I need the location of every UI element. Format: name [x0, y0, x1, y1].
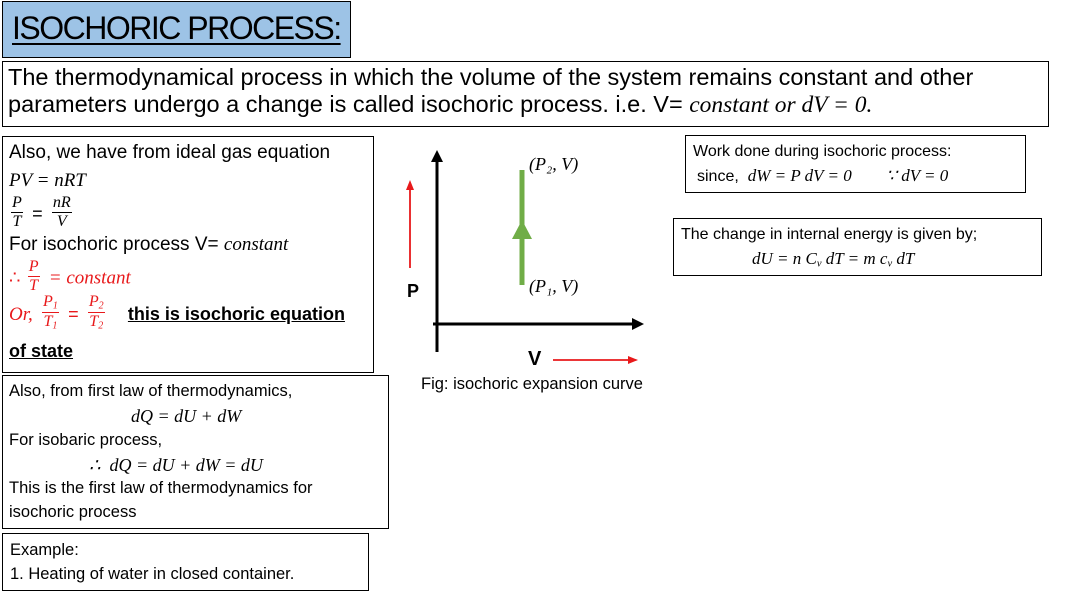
definition-text: parameters undergo a change is called is… — [8, 91, 683, 117]
diagram-caption: Fig: isochoric expansion curve — [421, 375, 643, 393]
ideal-gas-box: Also, we have from ideal gas equation PV… — [2, 136, 374, 373]
v-axis-arrowhead — [632, 318, 644, 330]
first-law-box: Also, from first law of thermodynamics, … — [2, 375, 389, 529]
first-law-equation: dQ = dU + dW — [131, 406, 242, 426]
energy-equation: dU = n Cv dT = m cv dT — [752, 249, 915, 270]
definition-box: The thermodynamical process in which the… — [2, 61, 1049, 127]
pv-diagram: P V (P₂, V) (P₁, V) Fig: isochoric expan… — [395, 140, 675, 400]
title-banner: ISOCHORIC PROCESS: — [2, 1, 351, 58]
ideal-gas-equation: PV = nRT — [9, 170, 86, 191]
v-axis-label: V — [528, 348, 542, 370]
definition-math: constant or dV = 0. — [689, 92, 873, 118]
ideal-gas-intro: Also, we have from ideal gas equation — [9, 142, 331, 163]
p-axis-arrowhead — [431, 150, 443, 162]
isochoric-condition: For isochoric process V= constant — [9, 234, 289, 255]
example-heading: Example: — [10, 541, 79, 559]
top-point-label: (P₂, V) — [529, 154, 579, 174]
internal-energy-box: The change in internal energy is given b… — [673, 218, 1042, 276]
energy-heading: The change in internal energy is given b… — [681, 226, 978, 243]
p-axis-label: P — [407, 281, 420, 301]
page-title: ISOCHORIC PROCESS: — [12, 10, 342, 46]
isochoric-statement: this is isochoric equation — [127, 303, 345, 324]
definition-line-1: The thermodynamical process in which the… — [8, 64, 974, 90]
first-law-conclusion-2: isochoric process — [9, 503, 137, 521]
first-law-conclusion-1: This is the first law of thermodynamics … — [9, 479, 313, 497]
isochoric-statement-end: of state — [9, 341, 74, 361]
work-equation-line: since, dW = P dV = 0 ∵ dV = 0 — [697, 166, 949, 185]
pv-diagram-graphic — [406, 150, 644, 364]
first-law-intro: Also, from first law of thermodynamics, — [9, 382, 293, 400]
isochoric-first-law: ∴ dQ = dU + dW = dU — [89, 455, 263, 475]
example-box: Example: 1. Heating of water in closed c… — [2, 533, 369, 591]
isobaric-label: For isobaric process, — [9, 431, 163, 449]
work-heading: Work done during isochoric process: — [693, 143, 952, 160]
process-direction-arrow — [512, 220, 532, 239]
definition-line-2: parameters undergo a change is called is… — [8, 91, 872, 118]
bottom-point-label: (P₁, V) — [529, 276, 579, 296]
example-item: 1. Heating of water in closed container. — [10, 565, 295, 583]
work-done-box: Work done during isochoric process: sinc… — [685, 135, 1026, 193]
